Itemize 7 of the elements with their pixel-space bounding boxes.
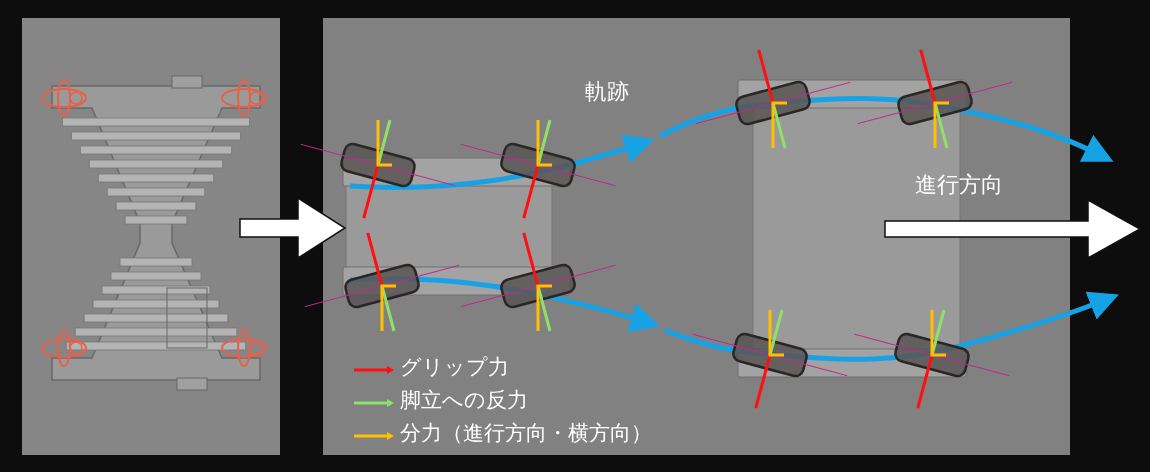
legend-text: 分力（進行方向・横方向） (400, 422, 652, 446)
legend-text: 脚立への反力 (400, 389, 528, 413)
render-panel (22, 18, 280, 455)
arrow (239, 196, 347, 260)
legend-text: グリップ力 (400, 356, 509, 380)
direction-label: 進行方向 (915, 173, 1003, 198)
trajectory-label: 軌跡 (585, 80, 629, 105)
